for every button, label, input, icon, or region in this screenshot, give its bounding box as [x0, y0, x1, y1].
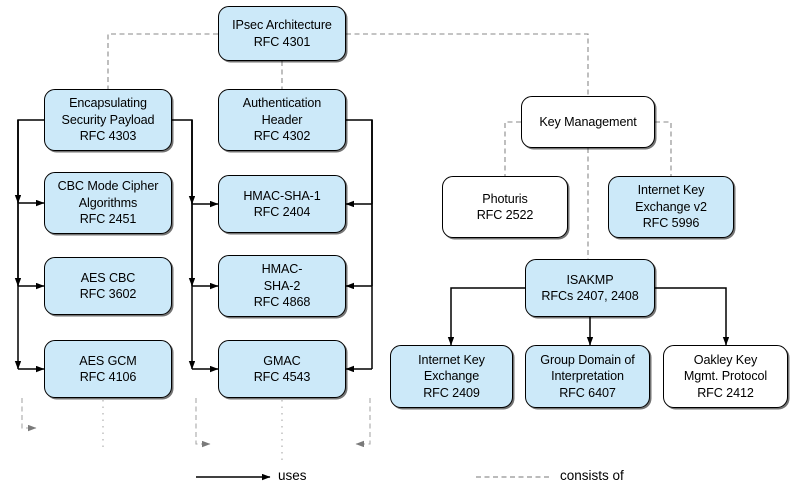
legend-label-uses: uses: [278, 468, 307, 483]
node-text-line: Security Payload: [61, 112, 155, 127]
node-text-line: CBC Mode Cipher: [57, 179, 159, 194]
node-text-line: RFC 2409: [423, 385, 480, 400]
node-text-line: AES CBC: [80, 270, 136, 285]
node-text-line: Exchange v2: [635, 199, 707, 214]
node-text-line: RFC 2522: [476, 208, 534, 222]
node-text-line: RFC 3602: [79, 287, 137, 301]
node-text-line: RFC 2451: [79, 212, 137, 227]
truncated-consists-of-edges: [21, 398, 371, 448]
uses-edges-left: [14, 119, 196, 370]
node-aes-cbc[interactable]: AES CBC RFC 3602: [44, 257, 172, 315]
node-text-line: IPsec Architecture: [232, 18, 332, 32]
node-text-line: Interpretation: [551, 369, 624, 384]
node-text-line: Header: [261, 112, 303, 127]
node-text-line: RFC 2412: [697, 385, 754, 400]
node-text-line: Key Management: [539, 114, 637, 129]
node-text-line: RFC 4106: [79, 370, 137, 384]
node-text-line: Authentication: [242, 96, 322, 111]
node-text-line: RFC 2404: [253, 205, 311, 219]
node-text-line: RFC 4868: [253, 295, 311, 310]
node-text-line: RFC 4301: [253, 34, 311, 49]
node-text-line: Photuris: [482, 191, 528, 206]
node-text-line: ISAKMP: [566, 272, 614, 287]
node-text-line: Encapsulating: [69, 96, 147, 111]
node-text-line: AES GCM: [79, 353, 137, 368]
consists-of-edges: [107, 33, 672, 259]
uses-edges-authentication-header: [345, 119, 373, 373]
node-text-line: Group Domain of: [540, 352, 635, 367]
node-gmac[interactable]: GMAC RFC 4543: [218, 340, 346, 398]
uses-arrowheads-left-column: [18, 199, 45, 373]
node-text-line: RFC 4302: [253, 129, 311, 144]
node-isakmp[interactable]: ISAKMP RFCs 2407, 2408: [525, 259, 655, 317]
node-text-line: Exchange: [423, 369, 480, 384]
node-text-line: Algorithms: [78, 195, 138, 210]
uses-edges-isakmp: [447, 287, 730, 346]
node-text-line: RFC 4543: [253, 370, 311, 384]
node-text-line: RFC 6407: [559, 385, 616, 400]
node-text-line: RFC 5996: [642, 216, 700, 231]
node-text-line: Oakley Key: [693, 352, 758, 367]
truncated-dotted-verticals: [102, 400, 283, 462]
node-aes-gcm[interactable]: AES GCM RFC 4106: [44, 340, 172, 398]
legend-label-consists-of: consists of: [560, 468, 624, 483]
node-text-line: SHA-2: [263, 278, 301, 293]
node-text-line: RFC 4303: [79, 129, 137, 144]
node-text-line: RFCs 2407, 2408: [541, 289, 639, 303]
node-text-line: Internet Key: [637, 183, 705, 198]
node-text-line: Mgmt. Protocol: [683, 369, 768, 384]
node-key-management[interactable]: Key Management: [521, 96, 655, 148]
node-text-line: GMAC: [263, 353, 301, 368]
node-text-line: Internet Key: [418, 352, 485, 367]
uses-arrowheads-middle-column-left: [192, 200, 219, 373]
node-text-line: HMAC-SHA-1: [243, 188, 321, 203]
node-text-line: HMAC-: [261, 262, 303, 277]
